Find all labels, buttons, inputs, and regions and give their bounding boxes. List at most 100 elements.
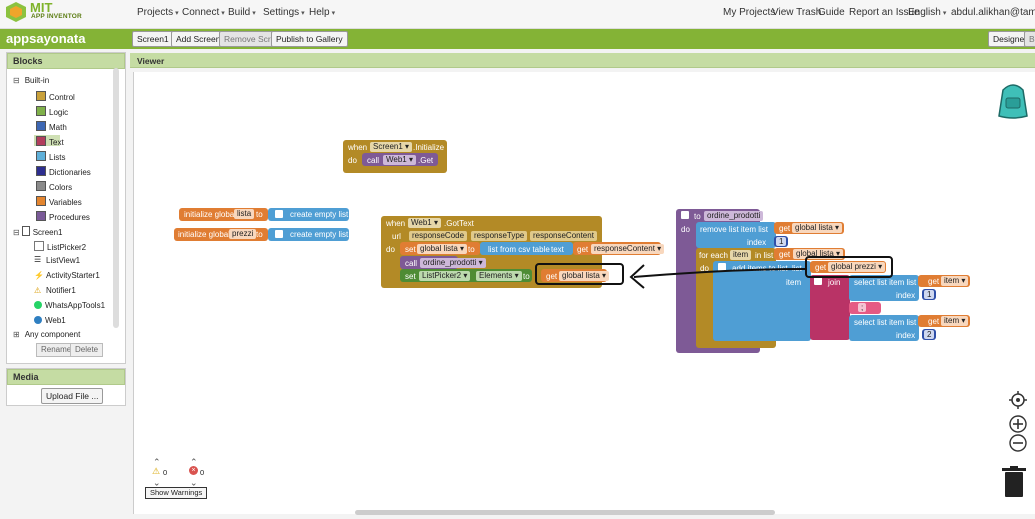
category-logic[interactable]: Logic <box>36 106 68 117</box>
property-dropdown[interactable]: Elements ▾ <box>476 271 522 281</box>
block-label: index <box>896 291 916 300</box>
link-view-trash[interactable]: View Trash <box>772 7 822 18</box>
expand-icon: ⊞ <box>13 330 20 339</box>
menu-settings[interactable]: Settings▾ <box>263 7 305 18</box>
rename-button[interactable]: Rename <box>36 343 77 357</box>
show-warnings-button[interactable]: Show Warnings <box>145 487 208 499</box>
var-dropdown[interactable]: item ▾ <box>941 276 969 286</box>
backpack-icon[interactable] <box>995 80 1031 120</box>
create-empty-list-block[interactable] <box>268 208 349 221</box>
param-url: url <box>392 232 401 241</box>
user-account[interactable]: abdul.alikhan@tambosi.tn.it <box>951 7 1035 18</box>
component-dropdown[interactable]: ListPicker2 ▾ <box>419 271 471 281</box>
category-lists[interactable]: Lists <box>36 151 65 162</box>
loop-var-field[interactable]: item <box>730 250 752 260</box>
var-name-field[interactable]: prezzi <box>229 229 257 239</box>
error-next-arrow[interactable]: ⌃ <box>190 477 198 487</box>
var-dropdown[interactable]: global lista ▾ <box>792 223 843 233</box>
select-list-item-block[interactable] <box>849 315 919 341</box>
category-variables[interactable]: Variables <box>36 196 82 207</box>
blocks-button[interactable]: Blocks <box>1024 31 1035 47</box>
component-dropdown[interactable]: Screen1 ▾ <box>370 142 413 152</box>
zoom-in-icon[interactable] <box>1009 415 1027 433</box>
block-label: do <box>700 264 709 273</box>
whatsapp-icon <box>34 301 42 309</box>
tree-builtin[interactable]: ⊟Built-in <box>13 76 50 85</box>
number-field[interactable]: 2 <box>924 330 935 339</box>
param-responsetype[interactable]: responseType <box>471 231 528 241</box>
category-colors[interactable]: Colors <box>36 181 72 192</box>
text-field[interactable]: ; <box>858 303 867 312</box>
component-listpicker2[interactable]: ListPicker2 <box>34 241 86 252</box>
blocks-panel-scrollbar[interactable] <box>113 68 119 328</box>
upload-file-button[interactable]: Upload File ... <box>41 388 104 404</box>
param-responsecontent[interactable]: responseContent <box>530 231 597 241</box>
block-label: when <box>348 143 368 152</box>
recenter-icon[interactable] <box>1009 391 1027 409</box>
gear-icon[interactable] <box>681 211 689 219</box>
param-responsecode[interactable]: responseCode <box>409 231 468 241</box>
category-text[interactable]: Text <box>36 136 64 147</box>
warning-icon: ⚠ <box>152 466 161 476</box>
tree-any-component[interactable]: ⊞Any component <box>13 330 81 339</box>
zoom-out-icon[interactable] <box>1009 434 1027 452</box>
category-dictionaries[interactable]: Dictionaries <box>36 166 91 177</box>
collapse-icon: ⊟ <box>13 76 20 85</box>
var-dropdown[interactable]: global lista ▾ <box>417 244 468 254</box>
tree-screen1[interactable]: ⊟Screen1 <box>13 226 63 237</box>
component-dropdown[interactable]: Web1 ▾ <box>383 155 417 165</box>
component-listview1[interactable]: ☰ListView1 <box>34 255 81 266</box>
gear-icon[interactable] <box>814 277 822 285</box>
warning-next-arrow[interactable]: ⌃ <box>153 477 161 487</box>
var-dropdown[interactable]: global prezzi ▾ <box>828 262 886 272</box>
join-block[interactable] <box>810 275 850 340</box>
delete-button[interactable]: Delete <box>70 343 104 357</box>
number-field[interactable]: 1 <box>924 290 935 299</box>
block-label: to <box>468 245 475 254</box>
category-text-highlight <box>34 135 60 146</box>
workspace-scrollbar[interactable] <box>355 510 775 515</box>
menu-projects[interactable]: Projects▾ <box>137 7 179 18</box>
gear-icon[interactable] <box>275 210 283 218</box>
block-label: .Get <box>418 156 434 165</box>
var-name-field[interactable]: lista <box>234 209 255 219</box>
component-dropdown[interactable]: Web1 ▾ <box>408 218 442 228</box>
var-dropdown[interactable]: responseContent ▾ <box>591 244 665 254</box>
link-my-projects[interactable]: My Projects <box>723 7 776 18</box>
number-field[interactable]: 1 <box>776 237 787 246</box>
menu-help[interactable]: Help▾ <box>309 7 336 18</box>
remove-list-item-block[interactable] <box>696 222 776 248</box>
add-items-to-list-block[interactable] <box>713 261 811 341</box>
error-prev-arrow[interactable]: ⌃ <box>190 457 198 467</box>
menu-connect[interactable]: Connect▾ <box>182 7 225 18</box>
publish-gallery-button[interactable]: Publish to Gallery <box>271 31 348 47</box>
procedure-name-field[interactable]: ordine_prodotti <box>704 211 764 221</box>
link-guide[interactable]: Guide <box>818 7 845 18</box>
var-dropdown[interactable]: item ▾ <box>941 316 969 326</box>
component-whatsapptools1[interactable]: WhatsAppTools1 <box>34 301 105 310</box>
create-empty-list-block[interactable] <box>268 228 349 241</box>
warning-prev-arrow[interactable]: ⌃ <box>153 457 161 467</box>
component-web1[interactable]: Web1 <box>34 316 66 325</box>
list-from-csv-table-block[interactable] <box>480 242 573 255</box>
block-label: call <box>367 156 380 165</box>
category-procedures[interactable]: Procedures <box>36 211 90 222</box>
block-label: call <box>405 259 418 268</box>
gear-icon[interactable] <box>275 230 283 238</box>
link-report-issue[interactable]: Report an Issue <box>849 7 920 18</box>
var-dropdown[interactable]: global lista ▾ <box>559 271 610 281</box>
gear-icon[interactable] <box>718 263 726 271</box>
trash-icon[interactable] <box>1002 466 1026 498</box>
component-notifier1[interactable]: ⚠Notifier1 <box>34 286 76 295</box>
warning-icon: ⚠ <box>34 286 42 295</box>
procedure-dropdown[interactable]: ordine_prodotti ▾ <box>420 258 486 268</box>
blocks-panel-title: Blocks <box>7 53 125 69</box>
select-list-item-block[interactable] <box>849 275 919 301</box>
category-control[interactable]: Control <box>36 91 75 102</box>
menu-build[interactable]: Build▾ <box>228 7 256 18</box>
component-activitystarter1[interactable]: ⚡ActivityStarter1 <box>34 271 100 280</box>
block-label: text <box>551 245 564 254</box>
var-dropdown[interactable]: global lista ▾ <box>793 249 844 259</box>
menu-language[interactable]: English▾ <box>908 7 947 18</box>
category-math[interactable]: Math <box>36 121 67 132</box>
